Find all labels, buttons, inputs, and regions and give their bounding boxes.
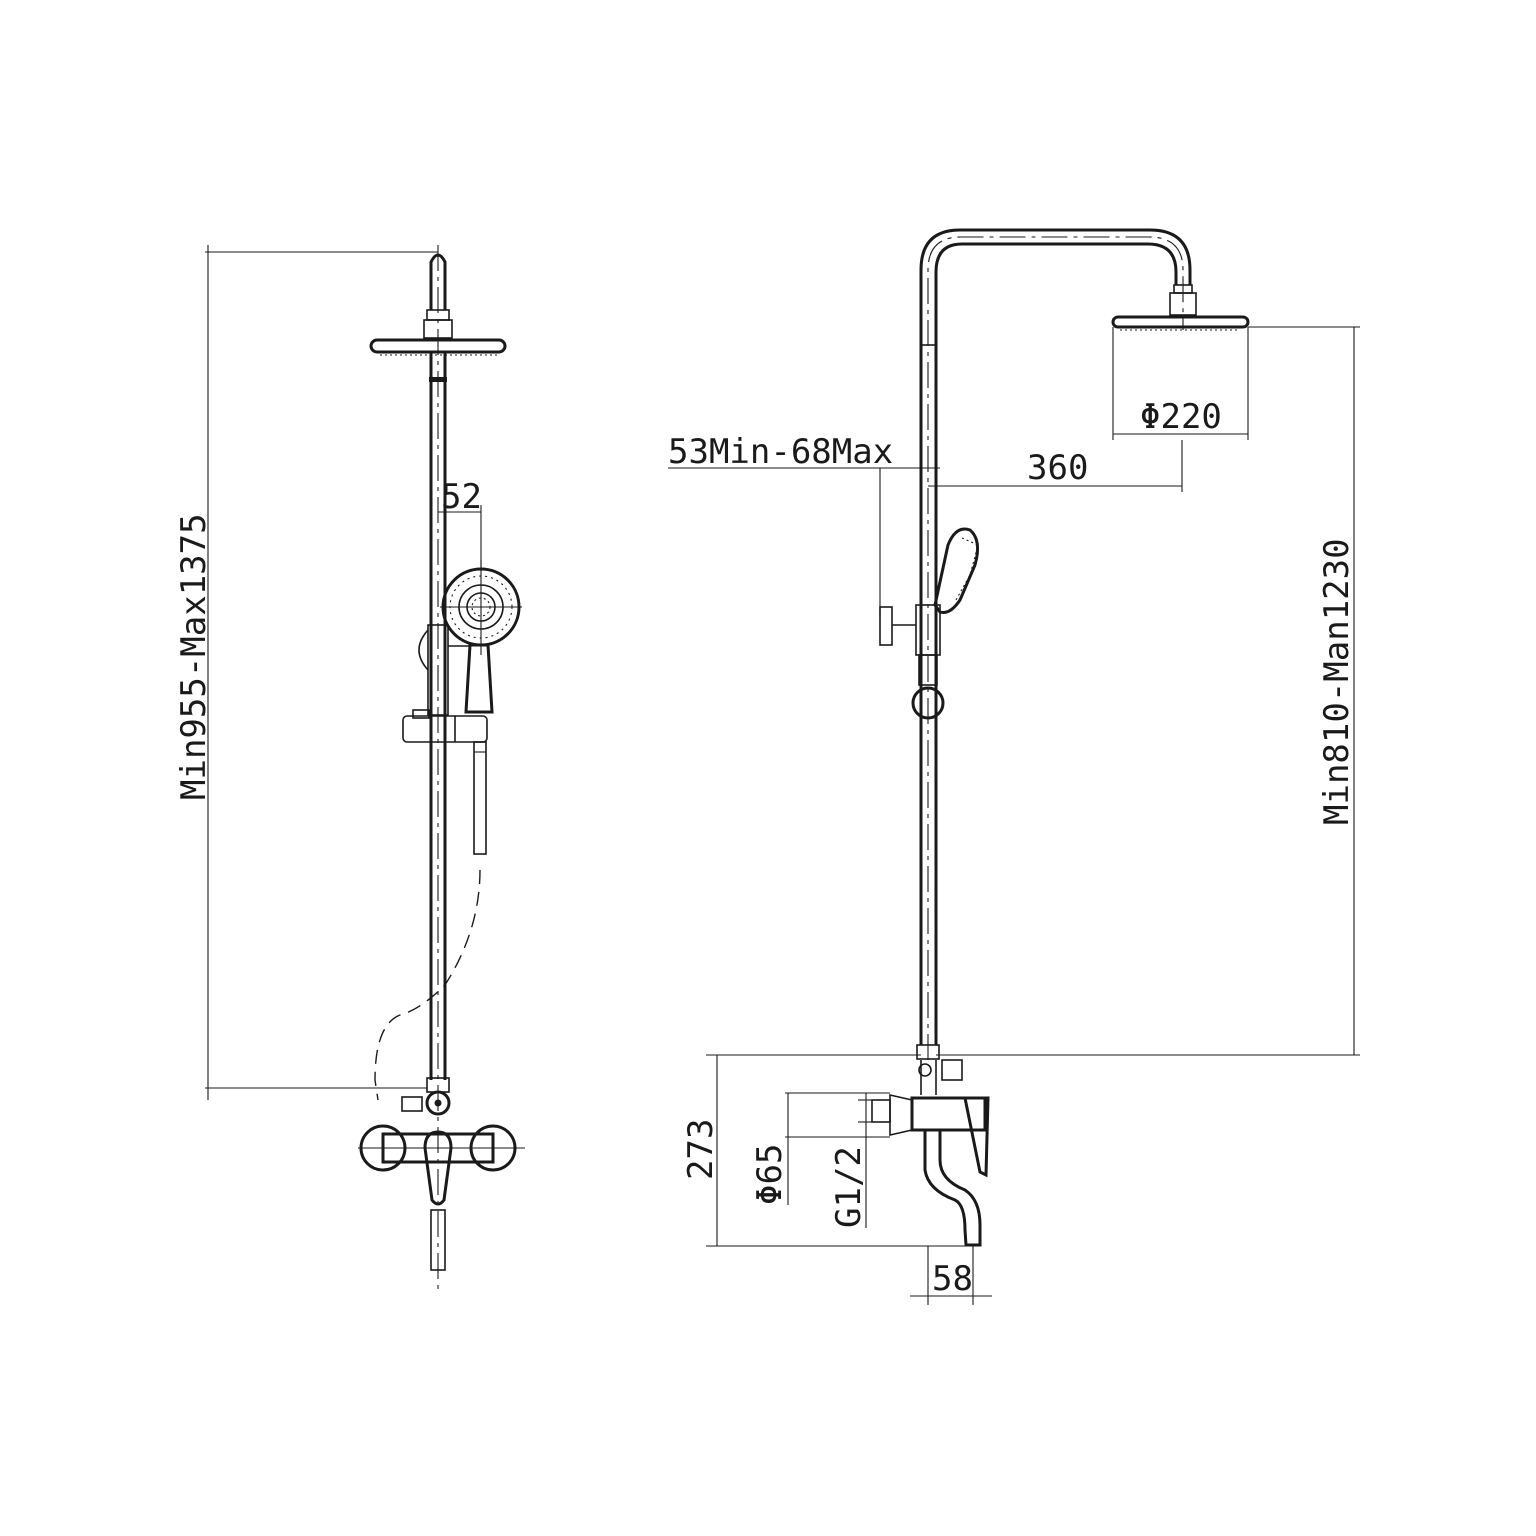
front-view: Min955-Max1375 52	[174, 245, 525, 1295]
handshower-handle	[464, 643, 494, 714]
spout-label: 58	[932, 1259, 973, 1299]
front-mixer	[358, 1124, 525, 1271]
arm-centerline	[927, 236, 1184, 1060]
diverter-pin	[434, 1099, 442, 1107]
side-escutcheon	[889, 1093, 913, 1137]
diameter-label: Φ220	[1140, 397, 1222, 437]
bottom-outlet	[430, 1209, 446, 1271]
rain-shower-head	[369, 338, 507, 354]
hose-path	[374, 869, 481, 1101]
mixer-lever	[423, 1130, 453, 1206]
arm-length-label: 360	[1027, 448, 1088, 488]
side-mixer-body	[910, 1096, 987, 1132]
side-mixer	[871, 1093, 990, 1247]
right-height-label: Min810-Man1230	[1317, 538, 1357, 825]
mixer-height-label: 273	[681, 1119, 721, 1180]
offset-label: 52	[441, 477, 482, 517]
side-holder-knob	[879, 606, 893, 646]
side-slider-knob	[911, 686, 945, 720]
rain-head-side	[1111, 315, 1250, 329]
side-diverter-pin	[918, 1063, 932, 1077]
slide-bar-button	[412, 709, 430, 719]
top-pipe	[429, 253, 447, 310]
side-nut	[871, 1099, 891, 1123]
total-height-label: Min955-Max1375	[174, 513, 214, 800]
head-swivel	[423, 319, 453, 339]
hose-connector	[401, 1096, 423, 1112]
side-view: Φ220 360 53Min-68Max	[668, 228, 1360, 1305]
bath-spout	[923, 1130, 982, 1247]
side-lever	[963, 1096, 990, 1178]
diverter-knob	[425, 1090, 451, 1116]
side-holder-sleeve	[918, 654, 938, 686]
hose-coil	[473, 741, 487, 855]
pipe-joint	[429, 377, 447, 382]
head-nut	[1169, 292, 1197, 316]
handshower-side	[933, 527, 980, 614]
mixer-body	[381, 1132, 495, 1164]
arm-inner	[934, 242, 1178, 1045]
side-diverter-collar	[916, 1044, 940, 1060]
arm-outer	[919, 228, 1192, 1045]
escutcheon-label: Φ65	[750, 1144, 790, 1205]
holder-knob	[418, 629, 429, 671]
thread-label: G1/2	[829, 1146, 869, 1228]
slide-bar-clamp	[402, 715, 488, 743]
wall-distance-label: 53Min-68Max	[668, 432, 893, 472]
side-diverter-knob	[941, 1059, 963, 1081]
